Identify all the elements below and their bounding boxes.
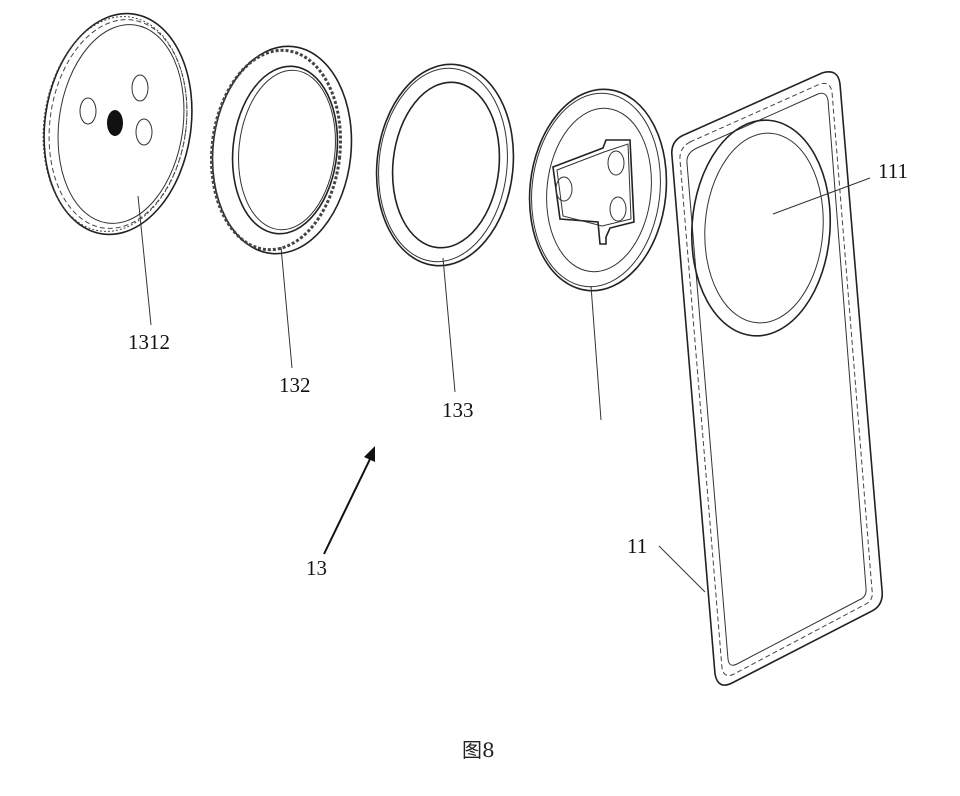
assembly-13-arrow bbox=[323, 446, 375, 555]
label-11: 11 bbox=[627, 534, 647, 558]
flash-hole bbox=[107, 110, 123, 136]
label-132: 132 bbox=[279, 373, 311, 397]
leader-1312 bbox=[137, 195, 152, 326]
label-111: 111 bbox=[878, 159, 908, 183]
figure-caption: 图8 bbox=[462, 738, 495, 762]
ring-132 bbox=[209, 45, 353, 255]
camera-plate-disc bbox=[528, 88, 668, 292]
leader-camera-plate bbox=[590, 285, 602, 421]
leader-11 bbox=[658, 545, 706, 593]
label-1312: 1312 bbox=[128, 330, 170, 354]
leader-111 bbox=[772, 177, 871, 215]
leader-132 bbox=[280, 246, 293, 369]
leader-133 bbox=[442, 257, 456, 393]
label-133: 133 bbox=[442, 398, 474, 422]
leader-lines bbox=[137, 177, 871, 593]
lens-hole-1 bbox=[79, 97, 97, 125]
back-cover-11 bbox=[670, 71, 884, 686]
ring-133 bbox=[375, 63, 515, 267]
lens-hole-3 bbox=[135, 118, 153, 146]
lens-cover-1312 bbox=[42, 12, 193, 236]
lens-hole-2 bbox=[131, 74, 149, 102]
label-13: 13 bbox=[306, 556, 327, 580]
